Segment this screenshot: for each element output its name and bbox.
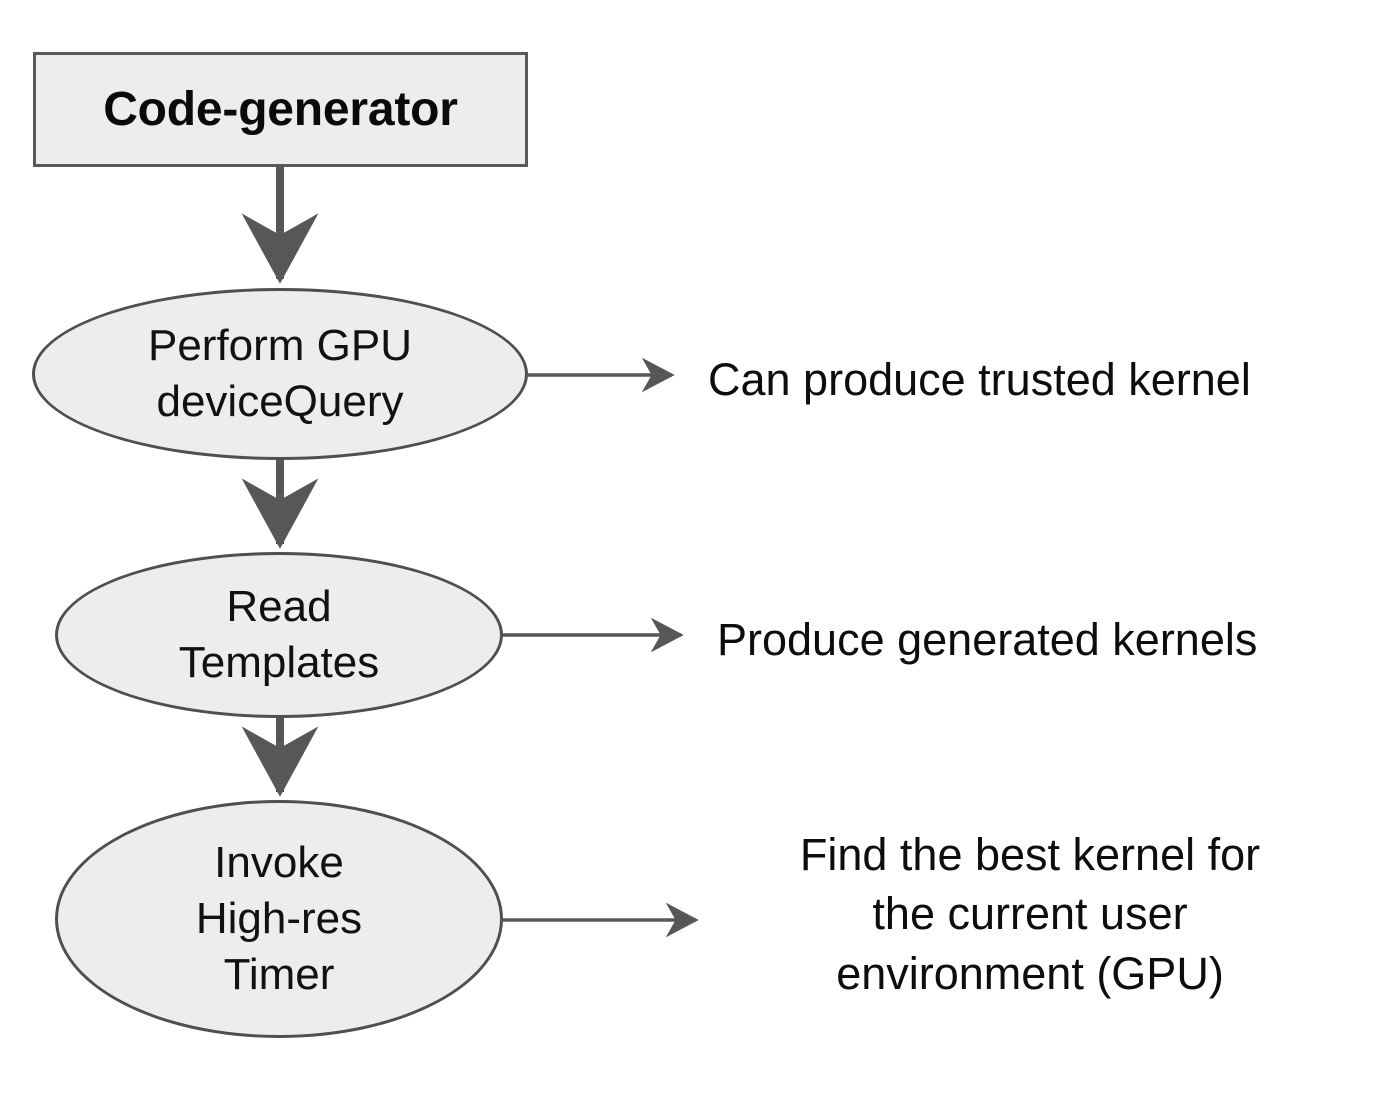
node-read-templates[interactable]: Read Templates [55, 552, 503, 718]
node-invoke-high-res-timer[interactable]: Invoke High-res Timer [55, 800, 503, 1038]
note-produce-generated-kernels: Produce generated kernels [717, 614, 1258, 665]
note-can-produce-trusted-kernel: Can produce trusted kernel [708, 354, 1251, 405]
node-invoke-high-res-timer-label: Invoke High-res Timer [195, 838, 363, 999]
note-find-best-kernel: Find the best kernel for the current use… [799, 829, 1261, 999]
code-generator-label: Code-generator [103, 83, 458, 136]
code-generator-box[interactable]: Code-generator [33, 52, 528, 167]
node-perform-gpu-devicequery[interactable]: Perform GPU deviceQuery [32, 288, 528, 460]
node-perform-gpu-devicequery-label: Perform GPU deviceQuery [147, 321, 413, 426]
node-read-templates-label: Read Templates [178, 582, 380, 687]
